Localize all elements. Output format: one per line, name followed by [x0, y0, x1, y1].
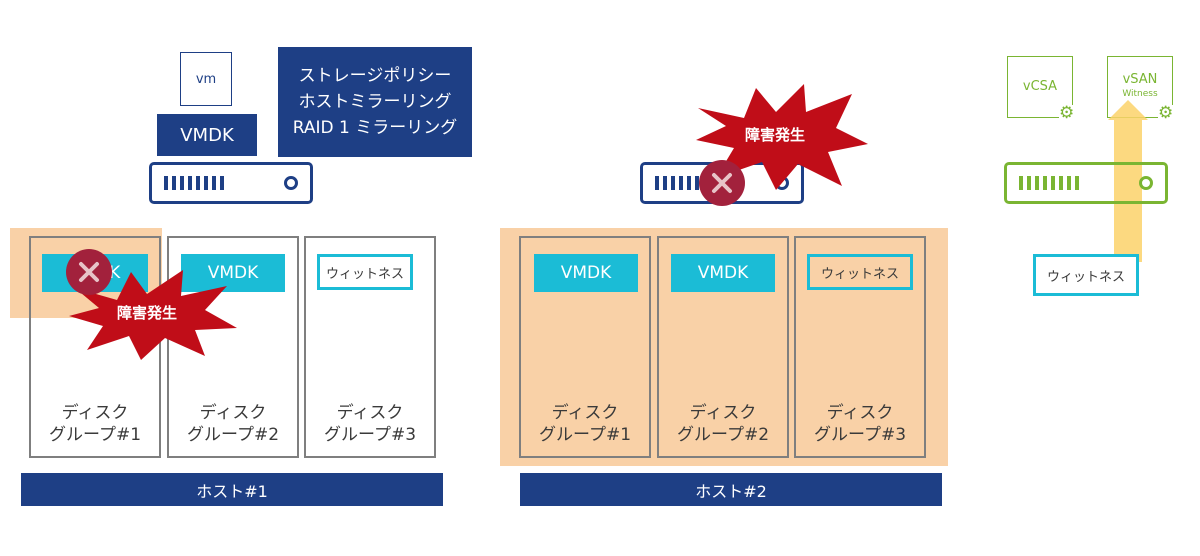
host1-bar: ホスト#1 [21, 473, 443, 506]
vmdk-label: VMDK [697, 263, 749, 283]
host2-failure-label: 障害発生 [745, 126, 806, 144]
host2-witness-component: ウィットネス [807, 254, 913, 290]
host2-disk-group-1: ディスク グループ#1 [519, 236, 651, 458]
witness-label: ウィットネス [1046, 269, 1125, 285]
host2-disk-group-2: ディスク グループ#2 [657, 236, 789, 458]
host1-label: ホスト#1 [196, 481, 268, 501]
host2-vmdk-1: VMDK [534, 254, 638, 292]
witness-appliance-label: Witness [1122, 89, 1158, 99]
server-drive-bars [164, 176, 224, 190]
policy-line-2: ホストミラーリング [298, 92, 452, 112]
disk-group-label: ディスク グループ#3 [813, 403, 907, 445]
vm-icon: vm [180, 52, 232, 106]
host2-disk-group-3: ディスク グループ#3 [794, 236, 926, 458]
witness-host-component: ウィットネス [1033, 254, 1139, 296]
server-power-icon [1139, 176, 1153, 190]
host1-failure-label: 障害発生 [117, 304, 178, 322]
vm-vmdk-label: VMDK [180, 124, 234, 146]
host2-failure-x-icon [699, 160, 745, 206]
host1-vmdk: VMDK [181, 254, 285, 292]
host1-disk-group-2: ディスク グループ#2 [167, 236, 299, 458]
vmdk-label: VMDK [560, 263, 612, 283]
vmdk-label: VMDK [207, 263, 259, 283]
vm-vmdk-box: VMDK [157, 114, 257, 156]
witness-label: ウィットネス [325, 266, 404, 282]
gear-icon: ⚙ [1158, 103, 1174, 123]
server-power-icon [284, 176, 298, 190]
disk-group-label: ディスク グループ#1 [48, 403, 142, 445]
witness-host-server-icon [1004, 162, 1168, 204]
vcsa-label: vCSA [1022, 79, 1058, 94]
host1-failure-burst [69, 270, 237, 360]
host2-vmdk-2: VMDK [671, 254, 775, 292]
disk-group-label: ディスク グループ#2 [676, 403, 770, 445]
up-arrow [1108, 100, 1148, 262]
disk-group-label: ディスク グループ#2 [186, 403, 280, 445]
server-drive-bars [1019, 176, 1079, 190]
vm-label: vm [195, 71, 217, 87]
host2-failure-burst [696, 84, 868, 190]
vsan-label: vSAN [1122, 72, 1158, 87]
policy-line-3: RAID 1 ミラーリング [292, 118, 458, 138]
gear-icon: ⚙ [1059, 103, 1075, 123]
host1-failure-x-icon [66, 249, 112, 295]
disk-group-label: ディスク グループ#1 [538, 403, 632, 445]
disk-group-label: ディスク グループ#3 [323, 403, 417, 445]
host1-disk-group-1: ディスク グループ#1 [29, 236, 161, 458]
host2-bar: ホスト#2 [520, 473, 942, 506]
host1-disk-group-3: ディスク グループ#3 [304, 236, 436, 458]
witness-label: ウィットネス [820, 266, 899, 282]
policy-line-1: ストレージポリシー [298, 66, 452, 86]
host1-server-icon [149, 162, 313, 204]
storage-policy-box: ストレージポリシー ホストミラーリング RAID 1 ミラーリング [278, 47, 472, 157]
host2-label: ホスト#2 [695, 481, 767, 501]
vcsa-appliance: vCSA [1007, 56, 1073, 118]
host1-witness-component: ウィットネス [317, 254, 413, 290]
